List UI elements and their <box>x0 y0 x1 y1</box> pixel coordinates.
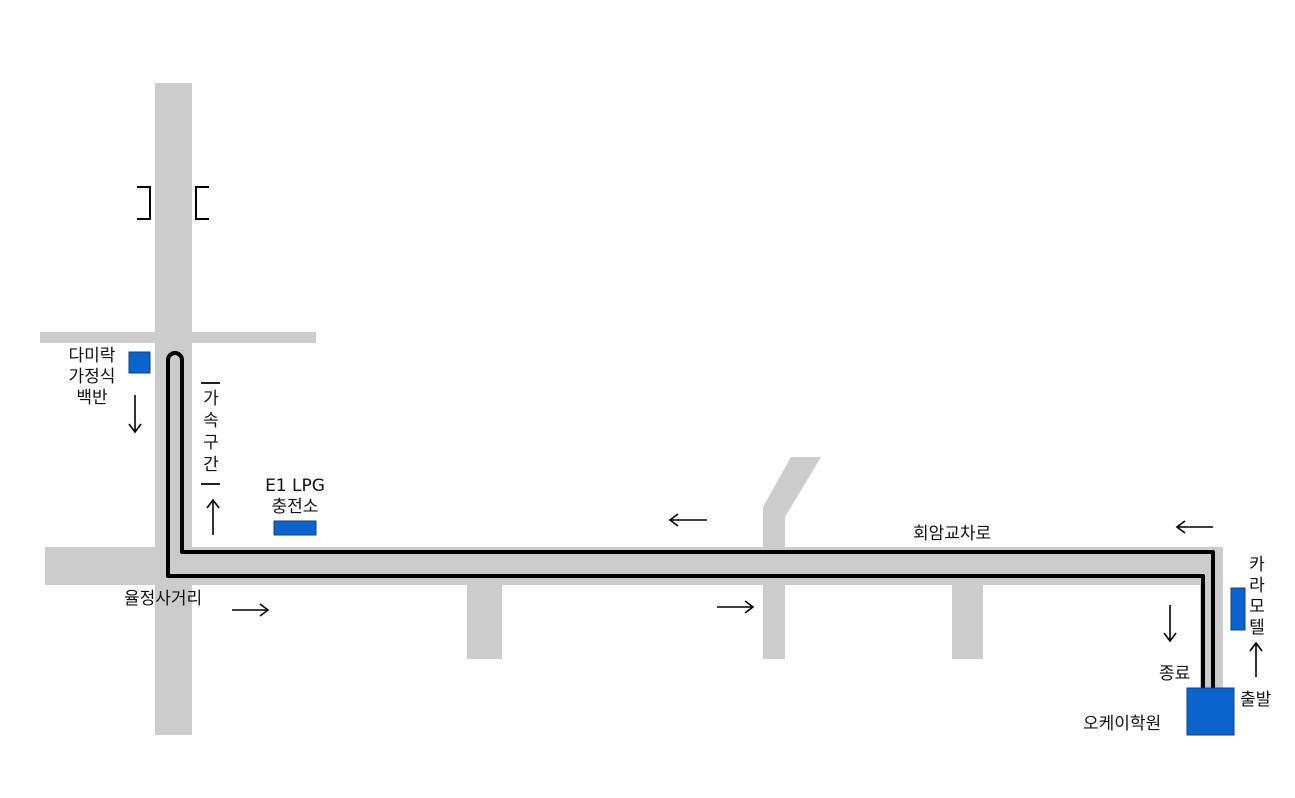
arrow-up-icon <box>206 498 220 535</box>
motel-label: 카라모텔 <box>1249 555 1265 638</box>
restaurant-label-line3: 백반 <box>76 388 108 408</box>
road-branch-south-2 <box>763 583 785 659</box>
route-path <box>166 351 1215 696</box>
bridge-brackets <box>137 186 209 220</box>
arrow-up-icon <box>1249 641 1263 677</box>
route-outer <box>166 351 1215 696</box>
lpg-station-label-line2: 충전소 <box>271 497 319 517</box>
arrow-left-icon <box>1175 520 1213 534</box>
arrow-left-icon <box>668 513 707 527</box>
lpg-station-label-line1: E1 LPG <box>265 476 325 496</box>
arrow-right-icon <box>717 600 755 614</box>
restaurant-label: 다미락 가정식 백반 <box>60 346 124 409</box>
academy-label: 오케이학원 <box>1083 714 1162 734</box>
road-name-label: 회암교차로 <box>913 524 992 544</box>
road-vertical-main <box>155 83 192 735</box>
arrow-down-icon <box>1163 605 1177 643</box>
direction-arrows <box>128 395 1263 677</box>
lpg-station-building[interactable] <box>273 520 317 536</box>
arrow-down-icon <box>128 395 142 434</box>
end-label: 종료 <box>1159 664 1191 684</box>
road-diagonal-north <box>763 457 821 549</box>
academy-building[interactable] <box>1186 687 1235 736</box>
road-horizontal-left-stub <box>45 547 157 585</box>
road-branch-south-1 <box>467 583 502 659</box>
road-horizontal-top <box>40 332 316 343</box>
restaurant-building[interactable] <box>128 351 151 374</box>
restaurant-label-line2: 가정식 <box>68 367 116 387</box>
start-label: 출발 <box>1240 690 1272 710</box>
road-branch-south-3 <box>952 583 983 659</box>
intersection-label: 율정사거리 <box>124 589 203 609</box>
speed-zone-label: 가속구간 <box>203 389 219 475</box>
restaurant-label-line1: 다미락 <box>68 346 116 366</box>
bracket-left <box>137 186 151 220</box>
bracket-right <box>195 186 209 220</box>
motel-building[interactable] <box>1230 587 1246 631</box>
arrow-right-icon <box>232 603 270 617</box>
lpg-station-label: E1 LPG 충전소 <box>252 476 338 518</box>
